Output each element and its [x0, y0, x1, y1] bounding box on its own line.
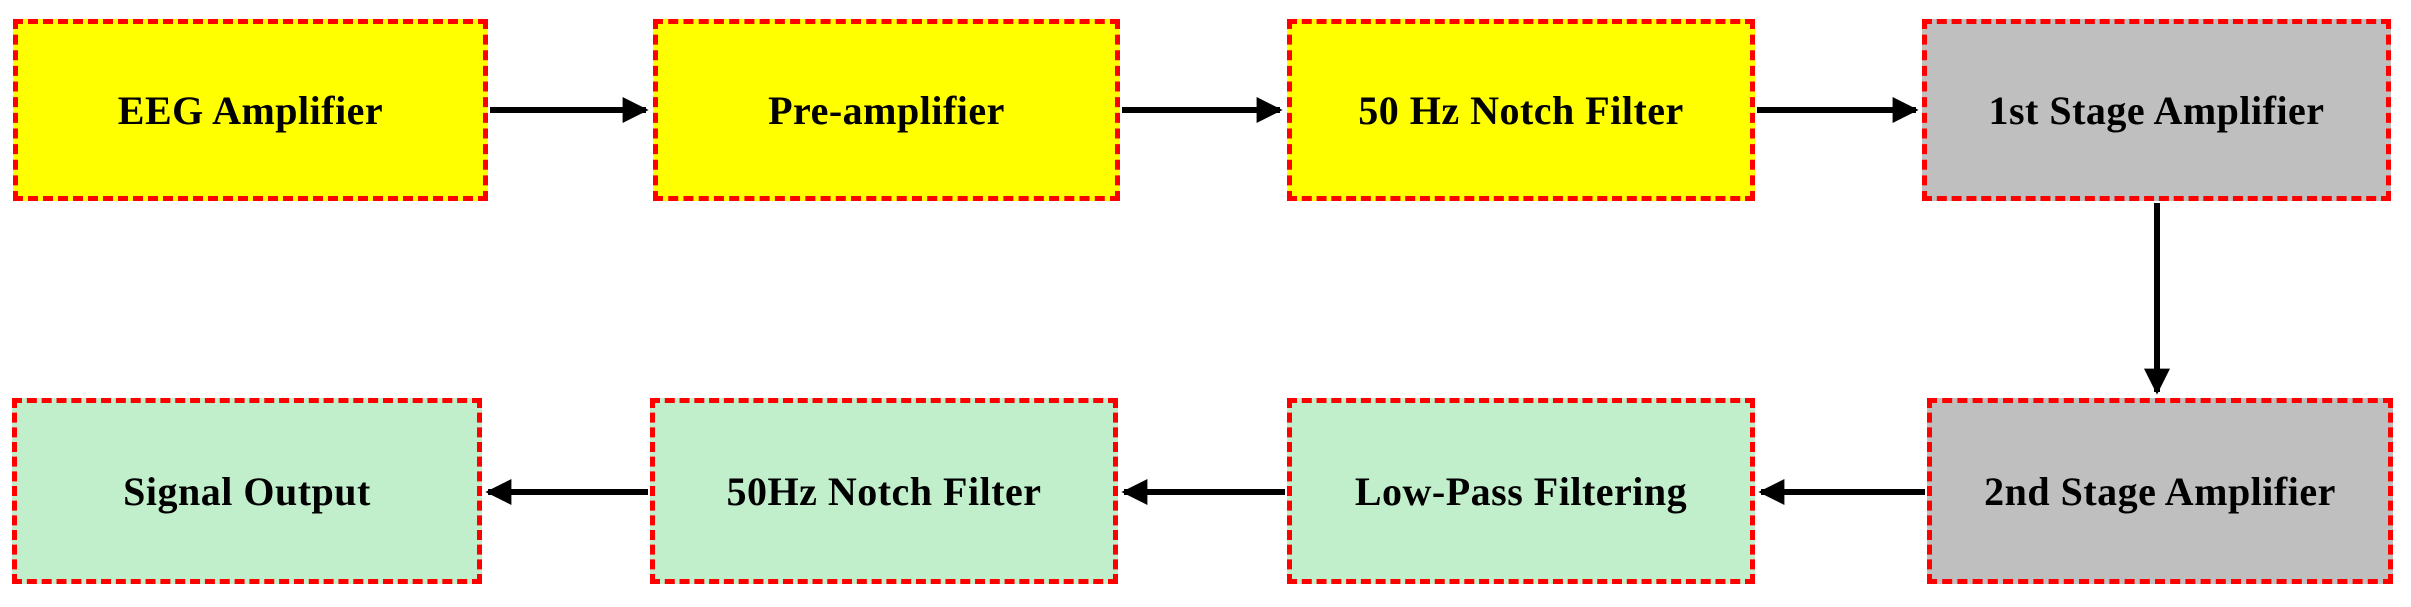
node-second-stage-amplifier-label: 2nd Stage Amplifier	[1984, 468, 2336, 514]
node-first-stage-amplifier: 1st Stage Amplifier	[1922, 19, 2391, 201]
node-signal-output: Signal Output	[12, 398, 482, 584]
node-50hz-notch-filter-label: 50 Hz Notch Filter	[1358, 87, 1684, 133]
node-eeg-amplifier-label: EEG Amplifier	[117, 87, 384, 133]
node-eeg-amplifier: EEG Amplifier	[13, 19, 488, 201]
node-50hz-notch-filter: 50 Hz Notch Filter	[1287, 19, 1755, 201]
node-pre-amplifier-label: Pre-amplifier	[768, 87, 1005, 133]
node-50hz-notch-filter-2: 50Hz Notch Filter	[650, 398, 1118, 584]
node-50hz-notch-filter-2-label: 50Hz Notch Filter	[726, 468, 1042, 514]
node-first-stage-amplifier-label: 1st Stage Amplifier	[1988, 87, 2325, 133]
node-low-pass-filtering-label: Low-Pass Filtering	[1354, 468, 1688, 514]
node-second-stage-amplifier: 2nd Stage Amplifier	[1927, 398, 2393, 584]
node-low-pass-filtering: Low-Pass Filtering	[1287, 398, 1755, 584]
node-pre-amplifier: Pre-amplifier	[653, 19, 1120, 201]
node-signal-output-label: Signal Output	[123, 468, 371, 514]
